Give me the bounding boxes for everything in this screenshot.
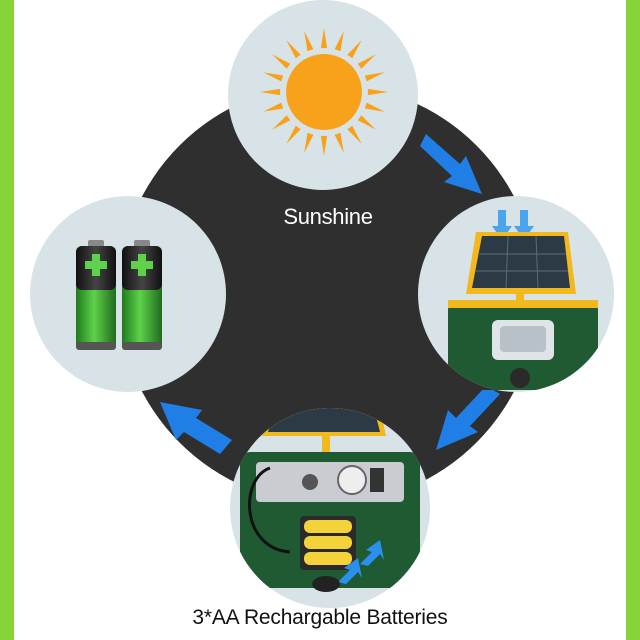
solar-panel-icon (448, 210, 598, 390)
sun-ray (260, 88, 281, 96)
sun-ray (347, 125, 362, 144)
sun-ray (334, 132, 344, 153)
sun-ray (364, 72, 385, 82)
sun-ray (272, 115, 291, 130)
flow-arrow-icon (436, 390, 500, 450)
sun-ray (304, 132, 314, 153)
sun-ray (357, 115, 376, 130)
sun-ray (320, 135, 328, 156)
sun-ray (320, 28, 328, 49)
flow-arrow-icon (160, 402, 232, 454)
left-green-border (0, 0, 14, 640)
sun-ray (334, 31, 344, 52)
battery-compartment-node (230, 408, 430, 608)
sun-ray (364, 102, 385, 112)
sun-ray (357, 54, 376, 69)
sun-ray (263, 102, 284, 112)
sun-ray (347, 40, 362, 59)
sun-ray (286, 125, 301, 144)
sun-ray (286, 40, 301, 59)
sun-icon (260, 28, 388, 156)
sunshine-label: Sunshine (283, 204, 373, 229)
flow-arrow-icon (420, 134, 482, 194)
sun-ray (272, 54, 291, 69)
sun-ray (263, 72, 284, 82)
rechargeable-battery-icon (76, 240, 162, 350)
right-green-border (626, 0, 640, 640)
batteries-caption: 3*AA Rechargable Batteries (192, 606, 448, 629)
solar-panel-node (418, 196, 614, 392)
battery-node (30, 196, 226, 392)
solar-device-icon (240, 408, 420, 592)
sun-node (228, 0, 418, 190)
sun-ray (367, 88, 388, 96)
sun-ray (304, 31, 314, 52)
